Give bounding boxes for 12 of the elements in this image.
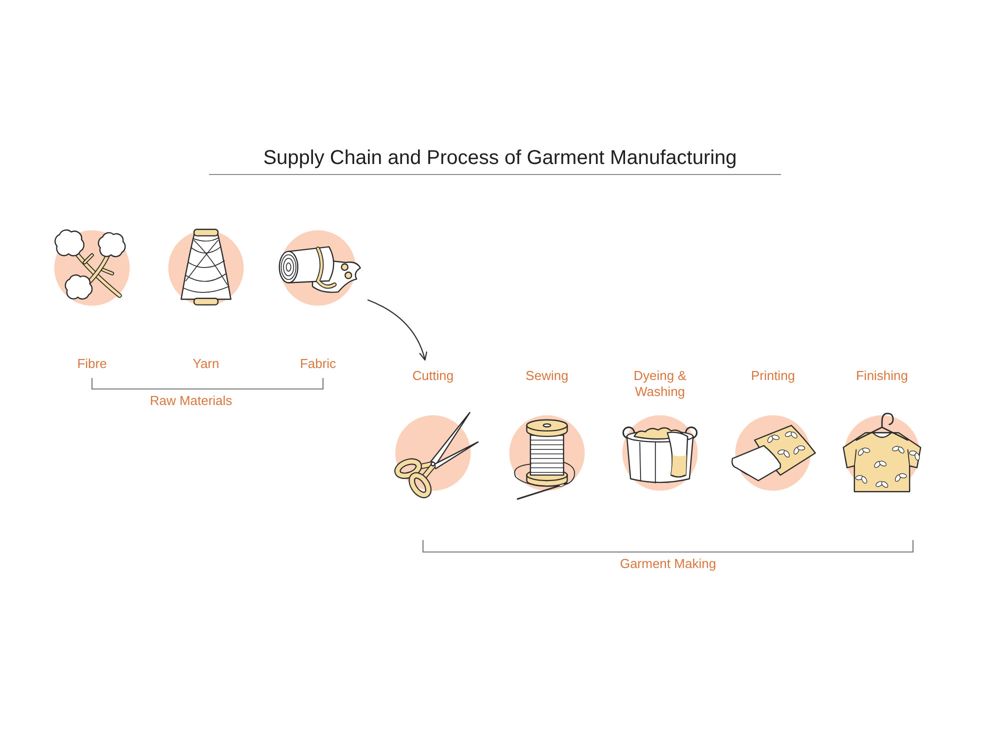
step-label: Fibre <box>77 356 107 372</box>
group-label: Garment Making <box>620 556 716 572</box>
step-label: Dyeing & Washing <box>632 368 688 400</box>
diagram-title: Supply Chain and Process of Garment Manufacturing <box>263 146 737 170</box>
step-label: Cutting <box>412 368 454 384</box>
arrow <box>367 299 427 361</box>
step-label: Printing <box>750 368 796 384</box>
step-label: Yarn <box>192 356 220 372</box>
group-label: Raw Materials <box>150 393 232 409</box>
step-label: Finishing <box>856 368 908 384</box>
step-label: Fabric <box>300 356 336 372</box>
step-label: Sewing <box>526 368 568 384</box>
